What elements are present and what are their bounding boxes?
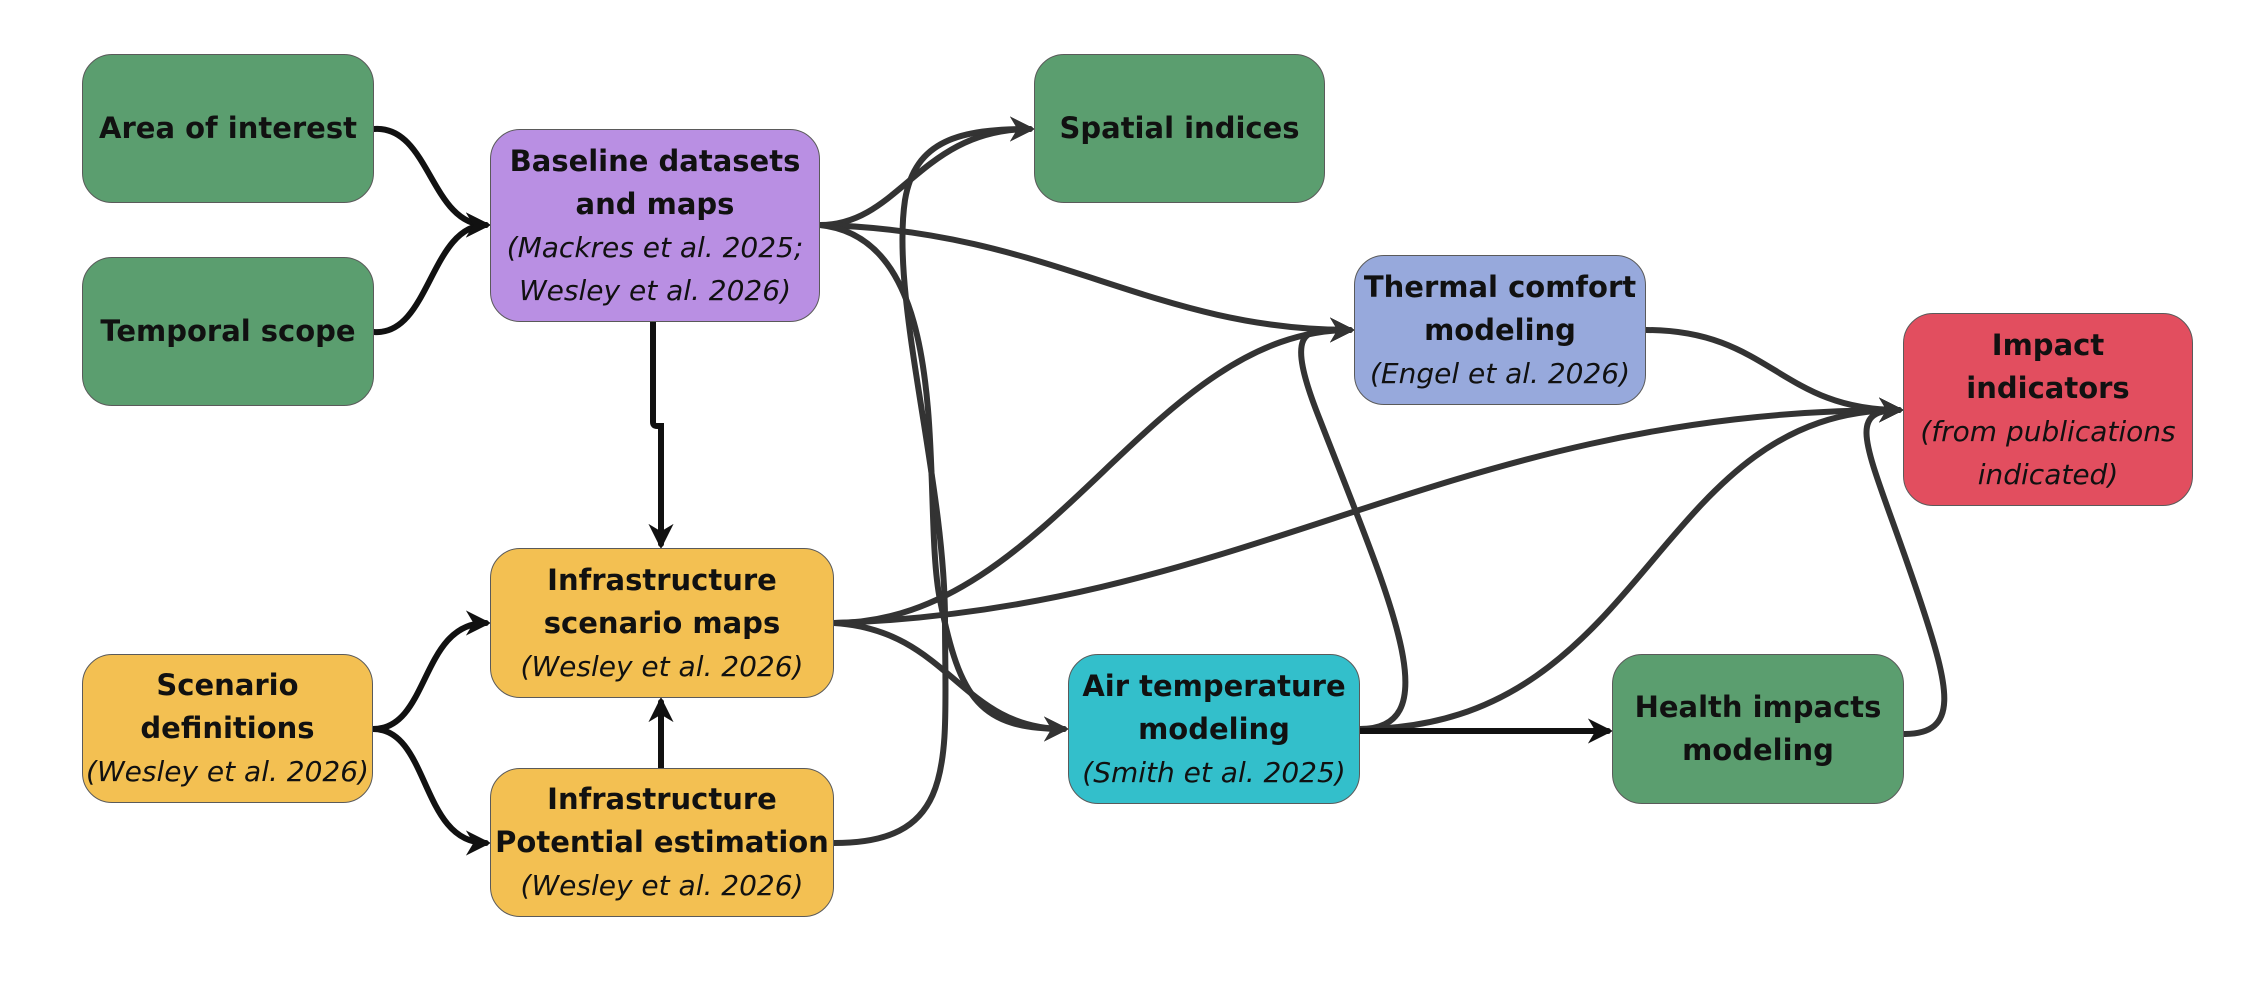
node-title: Area of interest: [99, 111, 357, 145]
node-title-line-2: scenario maps: [543, 605, 781, 640]
node-scenario-definitions: Scenario definitions (Wesley et al. 2026…: [82, 654, 373, 803]
node-thermal-comfort: Thermal comfort modeling (Engel et al. 2…: [1354, 255, 1646, 405]
node-spatial-indices: Spatial indices: [1034, 54, 1325, 203]
node-citation: (Wesley et al. 2026): [520, 649, 804, 683]
node-title-line-1: Health impacts: [1634, 690, 1882, 724]
node-title-line-1: Infrastructure: [547, 782, 777, 816]
node-impact-indicators: Impact indicators (from publications ind…: [1903, 313, 2193, 506]
node-citation: (Engel et al. 2026): [1369, 356, 1631, 390]
edge-air-to-thermal: [1298, 317, 1409, 732]
node-title: Spatial indices: [1059, 111, 1300, 145]
node-title-line-1: Thermal comfort: [1363, 269, 1637, 304]
node-title-line-2: indicators: [1966, 370, 2130, 405]
edge-health-to-impact: [1863, 397, 1948, 737]
node-citation: (Wesley et al. 2026): [86, 755, 369, 788]
edge-baseline-to-air: [817, 222, 1070, 742]
edge-baseline-to-spatial: [817, 116, 1036, 228]
node-title-line-2: modeling: [1424, 312, 1576, 347]
node-title-line-1: Impact: [1991, 327, 2105, 362]
node-area-of-interest: Area of interest: [82, 54, 374, 203]
node-citation-line-1: (from publications: [1920, 414, 2176, 448]
node-title-line-1: Air temperature: [1082, 668, 1346, 703]
node-title-line-2: Potential estimation: [495, 825, 829, 859]
node-infrastructure-scenario-maps: Infrastructure scenario maps (Wesley et …: [490, 548, 834, 698]
edge-scenario-to-infra-potential: [370, 726, 492, 856]
node-title-line-2: and maps: [575, 186, 735, 221]
node-infrastructure-potential: Infrastructure Potential estimation (Wes…: [490, 768, 834, 917]
edge-infra-scenario-to-thermal: [831, 317, 1356, 626]
node-title-line-1: Scenario: [156, 668, 299, 702]
node-title: Temporal scope: [100, 314, 356, 348]
node-citation-line-1: (Mackres et al. 2025;: [506, 230, 804, 264]
node-air-temperature: Air temperature modeling (Smith et al. 2…: [1068, 654, 1360, 804]
node-citation: (Smith et al. 2025): [1082, 755, 1346, 789]
node-health-impacts: Health impacts modeling: [1612, 654, 1904, 804]
edge-infra-potential-to-spatial: [831, 116, 1036, 846]
node-baseline-datasets: Baseline datasets and maps (Mackres et a…: [490, 129, 820, 322]
node-citation: (Wesley et al. 2026): [520, 869, 804, 902]
edge-scenario-to-infra-scenario: [370, 610, 492, 732]
edge-infra-scenario-to-impact: [831, 397, 1905, 626]
node-temporal-scope: Temporal scope: [82, 257, 374, 406]
node-title-line-2: modeling: [1682, 733, 1834, 767]
node-title-line-2: modeling: [1138, 711, 1290, 746]
edge-area-to-baseline: [371, 125, 492, 238]
node-title-line-1: Baseline datasets: [509, 143, 801, 178]
node-citation-line-2: indicated): [1977, 457, 2119, 491]
edge-temporal-to-baseline: [371, 212, 492, 336]
edge-thermal-to-impact: [1643, 327, 1905, 423]
edge-infra-scenario-to-air: [831, 620, 1070, 742]
edge-air-to-impact: [1357, 397, 1905, 732]
node-title-line-1: Infrastructure: [547, 562, 777, 597]
node-citation-line-2: Wesley et al. 2026): [518, 273, 791, 307]
edge-baseline-to-thermal: [817, 222, 1356, 343]
node-title-line-2: definitions: [140, 711, 315, 745]
edge-baseline-to-infra-scenario: [648, 319, 674, 550]
